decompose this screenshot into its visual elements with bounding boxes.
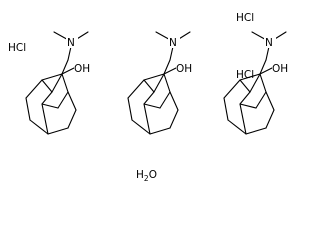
- hydroxyl-mask-1: [74, 62, 90, 74]
- chemical-structure-canvas: N OH HCl N OH: [8, 12, 288, 183]
- nitrogen-mask-2: [168, 36, 180, 48]
- water-oxygen: O: [149, 169, 157, 181]
- nitrogen-mask-1: [66, 36, 78, 48]
- nitrogen-mask-3: [264, 36, 276, 48]
- hydroxyl-mask-3: [272, 62, 288, 74]
- hydrochloride-label-3: HCl: [236, 12, 254, 24]
- hydrochloride-label-1: HCl: [8, 42, 26, 54]
- nitrogen-atom-label-1: N: [67, 37, 75, 49]
- molecule-unit-2: N OH: [127, 31, 192, 135]
- hydroxyl-group-label-3: OH: [272, 63, 288, 75]
- water-formula: H2O: [136, 169, 157, 183]
- hydroxyl-group-label-1: OH: [74, 63, 90, 75]
- water-subscript: 2: [144, 174, 149, 183]
- bond-skeleton-3: [223, 31, 287, 135]
- hydroxyl-group-label-2: OH: [176, 63, 192, 75]
- molecule-unit-1: N OH HCl: [8, 31, 90, 135]
- nitrogen-atom-label-2: N: [169, 37, 177, 49]
- hydrochloride-overlap-label-3: HCl: [236, 69, 254, 81]
- bond-skeleton-2: [127, 31, 191, 135]
- bond-skeleton-1: [25, 31, 89, 135]
- molecule-unit-3: N OH HCl: [223, 31, 288, 135]
- hydroxyl-mask-2: [176, 62, 192, 74]
- water-hydrogen: H: [136, 169, 144, 181]
- nitrogen-atom-label-3: N: [265, 37, 273, 49]
